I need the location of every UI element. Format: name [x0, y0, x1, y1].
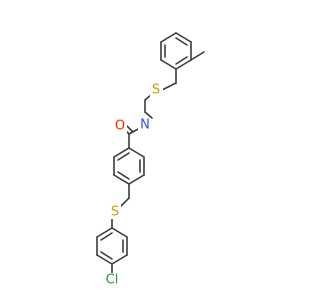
bond-group [96, 32, 205, 274]
bond [113, 147, 130, 158]
bond [144, 111, 153, 119]
bond [126, 125, 133, 132]
chlorine-atom-label: Cl [106, 273, 119, 288]
atom-labels: S N O S Cl [103, 83, 163, 288]
bond [175, 32, 192, 43]
bond [160, 59, 177, 70]
bond [111, 254, 128, 265]
bond [175, 37, 188, 46]
sulfur-atom-label-bottom: S [111, 205, 119, 220]
bond [117, 171, 130, 180]
oxygen-atom-label: O [115, 119, 125, 134]
bond [175, 56, 188, 65]
bond [100, 251, 113, 260]
nitrogen-atom-label: N [140, 118, 150, 133]
bond [113, 174, 130, 185]
bond [117, 152, 130, 161]
bond [128, 174, 145, 185]
bond [175, 59, 192, 70]
bond [190, 51, 205, 61]
bond [128, 147, 145, 158]
bond [111, 227, 128, 238]
bond [96, 227, 113, 238]
bond [161, 82, 177, 91]
bond [160, 32, 177, 43]
bond [100, 232, 113, 241]
molecule-structure: S N O S Cl [96, 32, 205, 288]
bond [120, 197, 130, 207]
sulfur-atom-label-top: S [152, 83, 160, 98]
bond [96, 254, 113, 265]
